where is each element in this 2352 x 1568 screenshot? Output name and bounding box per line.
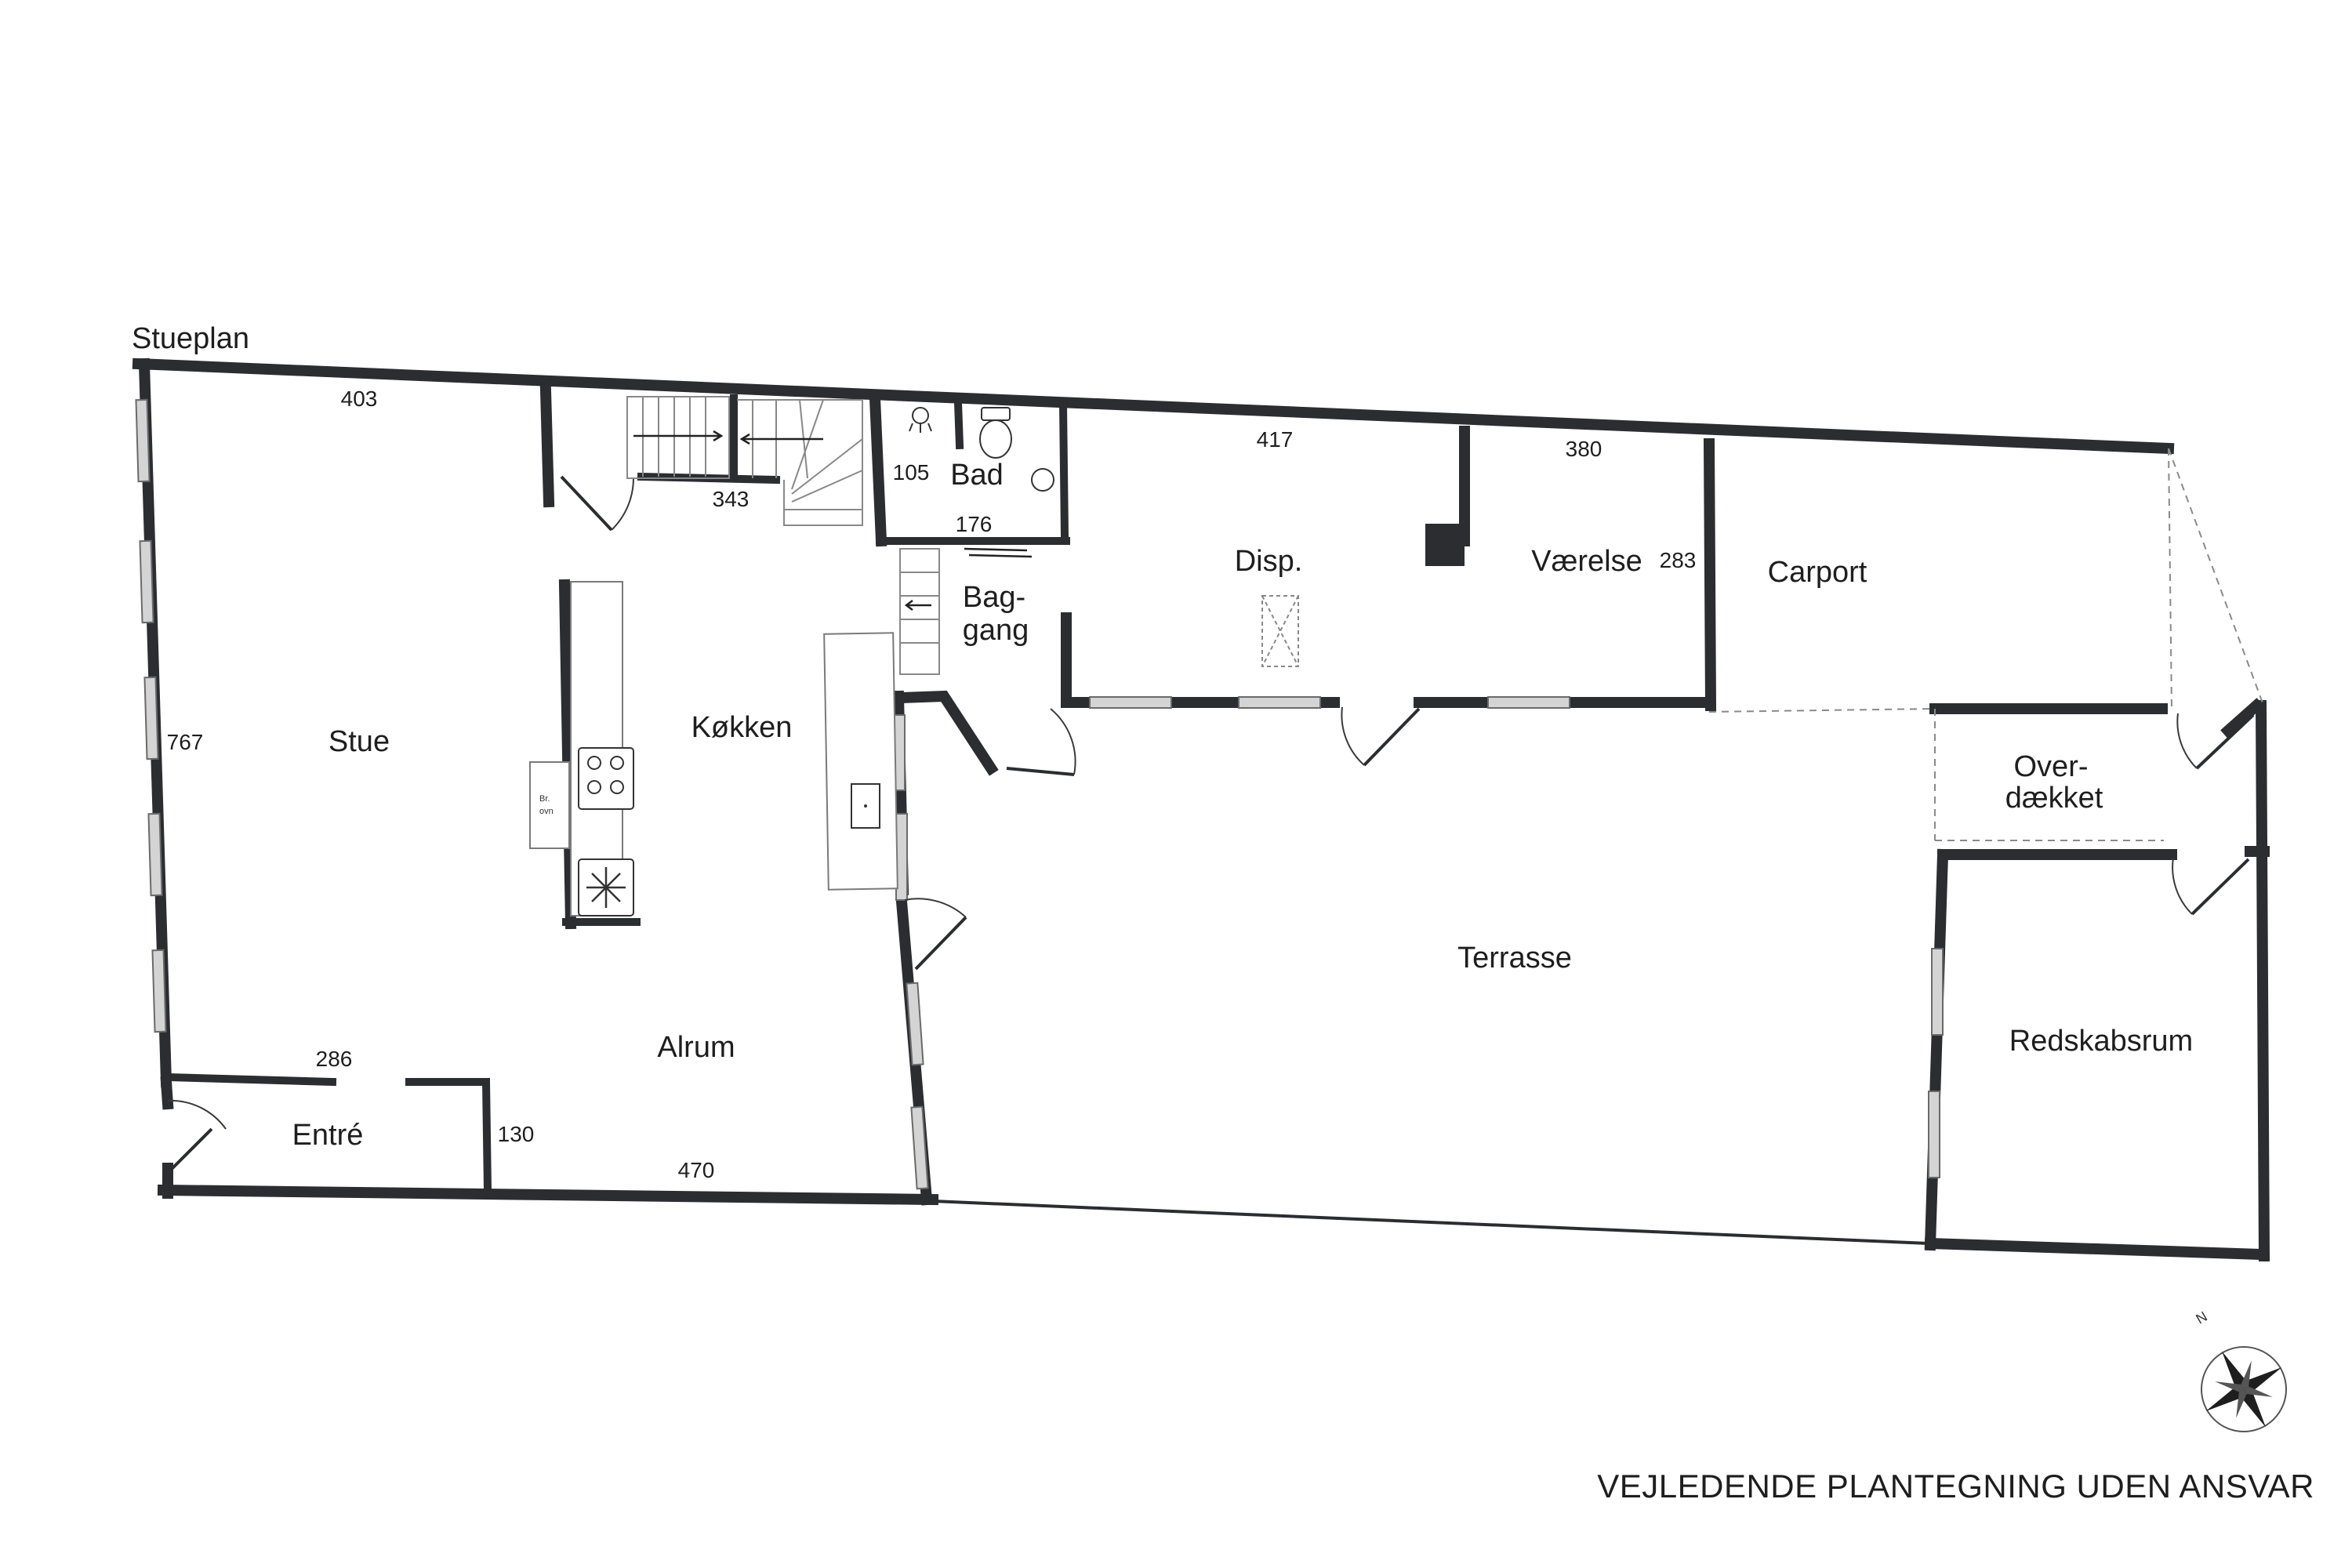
- washbasin-icon: [1031, 468, 1054, 492]
- room-label-bad: Bad: [950, 459, 1004, 492]
- window: [151, 949, 167, 1033]
- toilet-icon: [979, 407, 1012, 459]
- dimension-130: 130: [498, 1122, 535, 1146]
- disclaimer: VEJLEDENDE PLANTEGNING UDEN ANSVAR: [1597, 1468, 2314, 1504]
- skylight: [1261, 595, 1299, 667]
- window: [1928, 1091, 1940, 1178]
- window: [147, 812, 163, 897]
- compass-rose-icon: N: [2194, 1308, 2287, 1432]
- kitchen-fixtures: Br. ovn: [529, 581, 898, 916]
- window: [135, 398, 151, 483]
- window: [1238, 696, 1321, 709]
- dimension-176: 176: [956, 512, 993, 536]
- room-label-carport: Carport: [1768, 556, 1867, 589]
- dimension-417: 417: [1257, 427, 1294, 452]
- dimension-286: 286: [316, 1047, 353, 1071]
- room-label-baggang: Bag-: [963, 581, 1025, 614]
- windows: [135, 398, 1944, 1190]
- dimension-767: 767: [167, 730, 204, 754]
- compass-north-label: N: [2194, 1308, 2210, 1327]
- window: [906, 982, 924, 1066]
- dimension-380: 380: [1566, 437, 1602, 461]
- window: [1487, 696, 1570, 709]
- room-label-overdaekket: Over-: [2014, 750, 2089, 783]
- room-label-disp: Disp.: [1235, 545, 1303, 578]
- svg-text:gang: gang: [963, 614, 1029, 647]
- room-labels: Stue Køkken Alrum Entré Bad Bag- gang Di…: [292, 459, 2194, 1152]
- exterior-walls: [132, 358, 2175, 1245]
- bottom-wall: [157, 1184, 939, 1206]
- top-wall: [132, 358, 2175, 455]
- kitchen-wall-counter: [823, 632, 898, 891]
- dimension-403: 403: [341, 387, 378, 411]
- window: [910, 1105, 929, 1190]
- room-label-terrasse: Terrasse: [1457, 942, 1572, 975]
- room-label-stue: Stue: [328, 725, 390, 758]
- dimension-105: 105: [893, 460, 930, 485]
- stove-burners-icon: [578, 747, 634, 810]
- snowflake-icon: [586, 867, 626, 908]
- svg-text:dækket: dækket: [2005, 782, 2103, 815]
- doors: [166, 475, 2255, 1174]
- plan-title: Stueplan: [132, 322, 249, 355]
- room-label-redskabsrum: Redskabsrum: [2009, 1025, 2193, 1058]
- oven-label: Br.: [539, 794, 550, 804]
- window: [139, 539, 154, 624]
- window: [1931, 948, 1944, 1036]
- room-label-vaerelse: Værelse: [1531, 545, 1642, 578]
- room-label-entre: Entré: [292, 1119, 364, 1152]
- dimension-470: 470: [678, 1158, 715, 1182]
- room-label-kokken: Køkken: [691, 711, 793, 744]
- dimension-labels: 403 343 105 176 417 380 283 767 286 130 …: [167, 387, 1697, 1182]
- oven-cabinet: [529, 761, 570, 849]
- interior-walls: [165, 384, 2270, 1262]
- dimension-283: 283: [1660, 548, 1697, 572]
- window: [1089, 696, 1172, 709]
- room-label-alrum: Alrum: [657, 1031, 735, 1064]
- dimension-343: 343: [713, 487, 750, 511]
- bathroom-fixtures: [909, 407, 1054, 558]
- window: [143, 676, 159, 760]
- staircase: [626, 396, 940, 675]
- shower-icon: [909, 407, 932, 433]
- svg-text:ovn: ovn: [539, 807, 554, 816]
